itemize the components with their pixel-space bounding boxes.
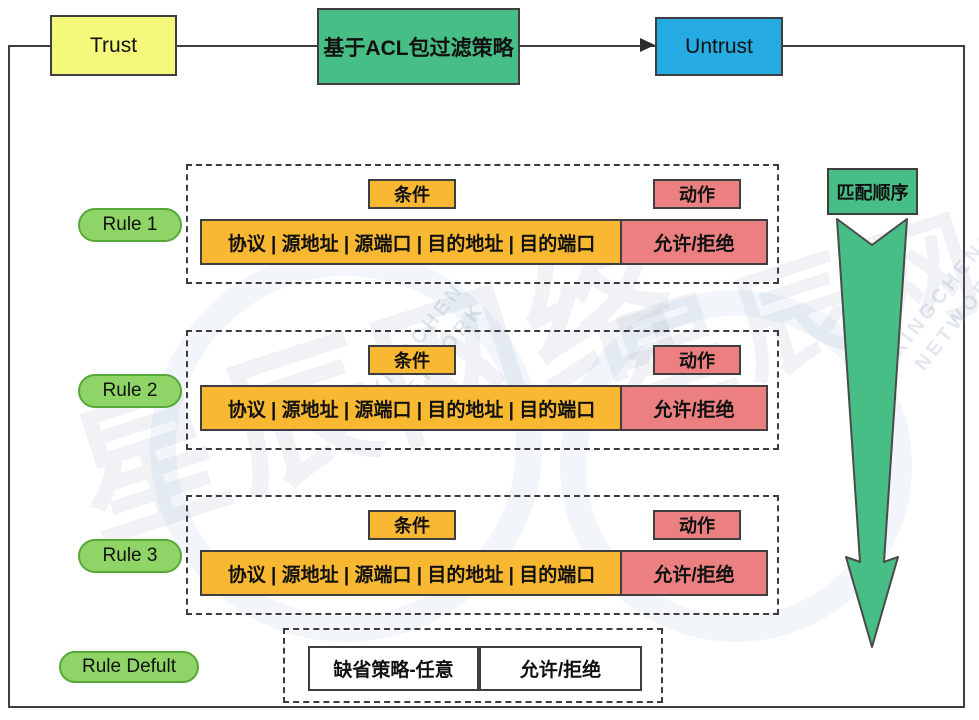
rule-1-action-bar: 允许/拒绝 (620, 219, 768, 265)
rule-2-action-bar: 允许/拒绝 (620, 385, 768, 431)
rule-3-action-bar: 允许/拒绝 (620, 550, 768, 596)
rule-default-condition-bar: 缺省策略-任意 (308, 646, 479, 691)
rule-2-pill: Rule 2 (78, 374, 182, 408)
rule-default-dashed-box (283, 628, 663, 703)
rule-3-condition-bar: 协议 | 源地址 | 源端口 | 目的地址 | 目的端口 (200, 550, 622, 596)
rule-default-action-bar: 允许/拒绝 (479, 646, 642, 691)
rule-3-action-label: 动作 (653, 510, 741, 540)
rule-1-action-label: 动作 (653, 179, 741, 209)
untrust-zone-box: Untrust (655, 17, 783, 76)
match-order-arrow-icon (836, 218, 908, 648)
rule-2-condition-label: 条件 (368, 345, 456, 375)
rule-1-condition-label: 条件 (368, 179, 456, 209)
trust-zone-box: Trust (50, 15, 177, 76)
rule-2-condition-bar: 协议 | 源地址 | 源端口 | 目的地址 | 目的端口 (200, 385, 622, 431)
match-order-box: 匹配顺序 (827, 168, 918, 215)
rule-1-condition-bar: 协议 | 源地址 | 源端口 | 目的地址 | 目的端口 (200, 219, 622, 265)
rule-2-dashed-box (186, 330, 779, 450)
rule-3-pill: Rule 3 (78, 539, 182, 573)
rule-3-condition-label: 条件 (368, 510, 456, 540)
rule-3-dashed-box (186, 495, 779, 615)
flow-arrowhead-icon (640, 38, 655, 52)
rule-1-dashed-box (186, 164, 779, 284)
rule-1-pill: Rule 1 (78, 208, 182, 242)
rule-default-pill: Rule Defult (59, 651, 199, 683)
rule-2-action-label: 动作 (653, 345, 741, 375)
acl-policy-box: 基于ACL包过滤策略 (317, 8, 520, 85)
